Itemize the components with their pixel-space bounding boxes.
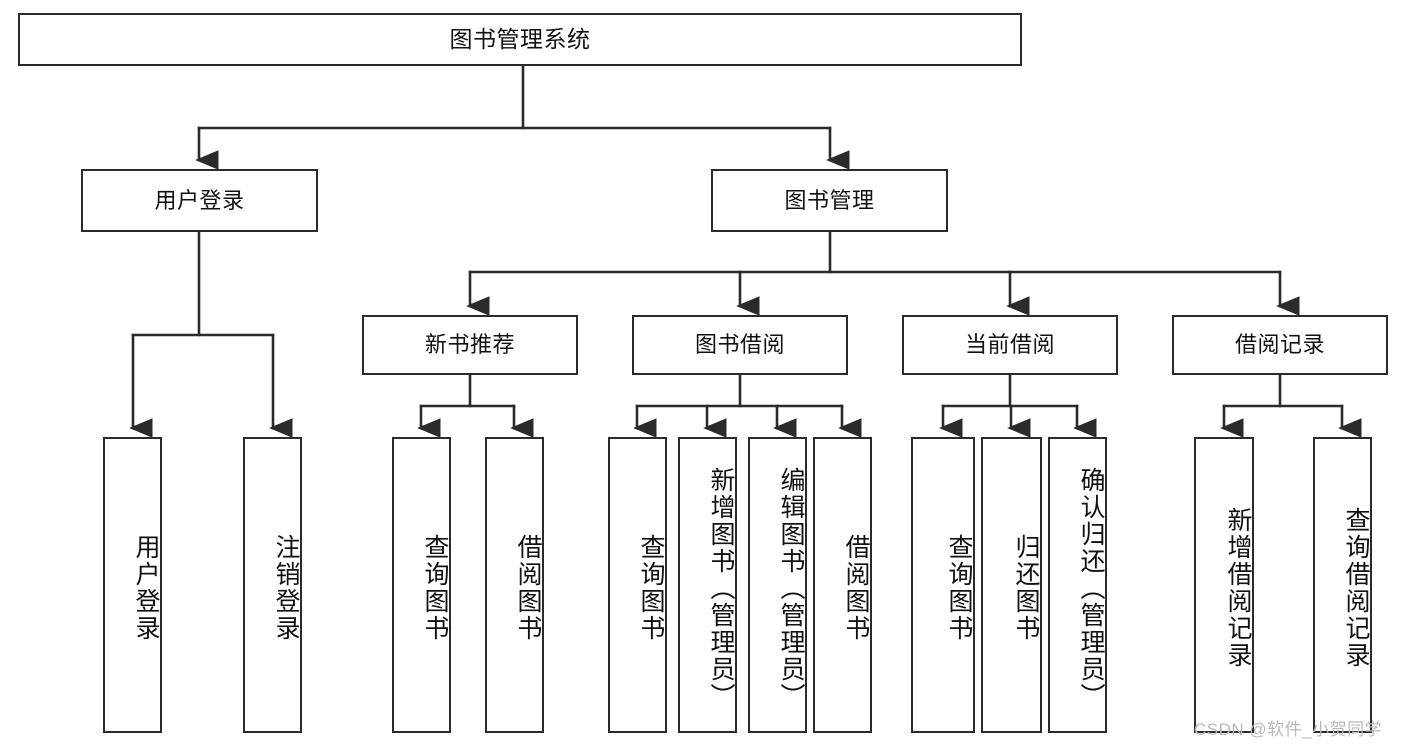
node-root[interactable]: 图书管理系统 (18, 13, 1022, 66)
leaf-borrow-book[interactable]: 借阅图书 (813, 437, 872, 733)
leaf-edit-book-admin[interactable]: 编辑图书（管理员） (748, 437, 807, 733)
leaf-user-login[interactable]: 用户登录 (103, 437, 162, 733)
leaf-borrow-book-new[interactable]: 借阅图书 (485, 437, 544, 733)
leaf-logout[interactable]: 注销登录 (243, 437, 302, 733)
node-current-borrow[interactable]: 当前借阅 (902, 315, 1118, 375)
leaf-confirm-return-admin[interactable]: 确认归还（管理员） (1048, 437, 1107, 733)
leaf-return-book[interactable]: 归还图书 (981, 437, 1042, 733)
leaf-query-book-new[interactable]: 查询图书 (392, 437, 451, 733)
leaf-query-borrow-record[interactable]: 查询借阅记录 (1313, 437, 1372, 733)
leaf-query-book-current[interactable]: 查询图书 (911, 437, 975, 733)
node-book-borrow[interactable]: 图书借阅 (632, 315, 848, 375)
node-new-book-recommend[interactable]: 新书推荐 (362, 315, 578, 375)
node-user-login[interactable]: 用户登录 (81, 169, 318, 232)
node-borrow-records[interactable]: 借阅记录 (1172, 315, 1388, 375)
node-book-management[interactable]: 图书管理 (711, 169, 948, 232)
leaf-query-book-borrow[interactable]: 查询图书 (608, 437, 667, 733)
leaf-add-borrow-record[interactable]: 新增借阅记录 (1194, 437, 1254, 733)
leaf-add-book-admin[interactable]: 新增图书（管理员） (678, 437, 737, 733)
watermark-credit: CSDN @软件_小贺同学 (1194, 720, 1383, 739)
